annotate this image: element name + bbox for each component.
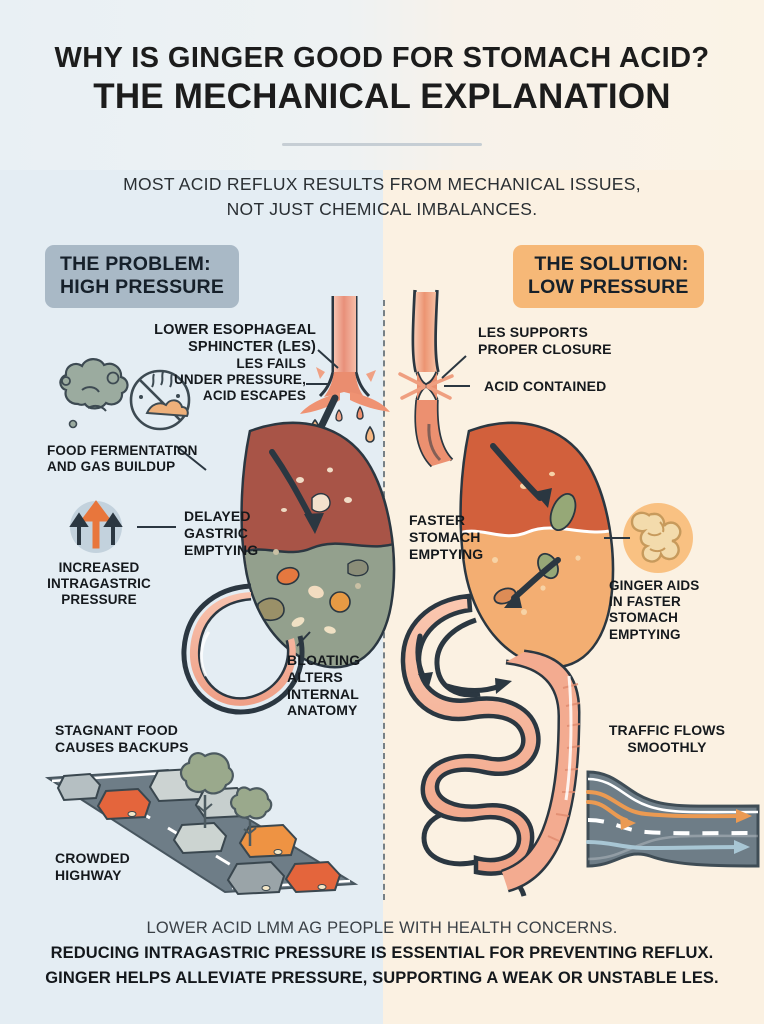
pressure-line-1: INCREASED: [58, 560, 140, 575]
les-fails-line-3: ACID ESCAPES: [202, 388, 306, 404]
badge-solution-line-1: THE SOLUTION:: [534, 253, 689, 275]
delayed-line-2: GASTRIC: [184, 524, 249, 541]
subtitle-line-2: NOT JUST CHEMICAL IMBALANCES.: [226, 199, 538, 220]
subtitle-line-1: MOST ACID REFLUX RESULTS FROM MECHANICAL…: [123, 174, 641, 194]
page-title: WHY IS GINGER GOOD FOR STOMACH ACID? THE…: [0, 42, 764, 116]
label-bloating-alters-anatomy: BLOATING ALTERS INTERNAL ANATOMY: [287, 652, 387, 719]
faster-line-1: FASTER: [409, 512, 466, 528]
label-acid-contained: ACID CONTAINED: [484, 378, 674, 395]
label-delayed-gastric-emptying: DELAYED GASTRIC EMPTYING: [184, 508, 294, 558]
footer-line-3: GINGER HELPS ALLEVIATE PRESSURE, SUPPORT…: [45, 969, 719, 988]
ginger-aids-line-2: IN FASTER: [609, 594, 681, 610]
delayed-line-1: DELAYED: [184, 508, 251, 524]
panel-divider: [383, 300, 385, 900]
label-ginger-aids-emptying: GINGER AIDS IN FASTER STOMACH EMPTYING: [609, 578, 719, 643]
label-increased-intragastric-pressure: INCREASED INTRAGASTRIC PRESSURE: [36, 560, 162, 609]
label-crowded-highway: CROWDED HIGHWAY: [55, 850, 205, 884]
section-badge-problem: THE PROBLEM: HIGH PRESSURE: [45, 245, 240, 308]
label-traffic-flows-smoothly: TRAFFIC FLOWS SMOOTHLY: [592, 722, 742, 756]
les-fails-line-1: LES FAILS: [236, 356, 306, 371]
les-line-1: LOWER ESOPHAGEAL: [154, 322, 316, 338]
label-lower-esophageal-sphincter: LOWER ESOPHAGEAL SPHINCTER (LES): [108, 322, 316, 357]
badge-problem-line-2: HIGH PRESSURE: [60, 276, 225, 298]
faster-line-2: STOMACH: [409, 528, 481, 545]
delayed-line-3: EMPTYING: [184, 541, 259, 558]
footer-line-1: LOWER ACID LMM AG PEOPLE WITH HEALTH CON…: [146, 919, 618, 937]
subtitle: MOST ACID REFLUX RESULTS FROM MECHANICAL…: [0, 172, 764, 223]
stagnant-line-2: CAUSES BACKUPS: [55, 738, 189, 755]
title-line-1: WHY IS GINGER GOOD FOR STOMACH ACID?: [54, 42, 710, 74]
traffic-line-1: TRAFFIC FLOWS: [608, 722, 726, 738]
label-food-fermentation: FOOD FERMENTATION AND GAS BUILDUP: [47, 443, 237, 475]
header-background: [0, 0, 764, 170]
fermentation-line-2: AND GAS BUILDUP: [47, 459, 176, 475]
label-les-supports-closure: LES SUPPORTS PROPER CLOSURE: [478, 324, 668, 358]
ginger-aids-line-4: EMPTYING: [609, 626, 681, 642]
badge-solution-line-2: LOW PRESSURE: [528, 276, 689, 298]
les-supports-line-1: LES SUPPORTS: [478, 324, 588, 340]
traffic-line-2: SMOOTHLY: [627, 738, 707, 755]
label-faster-stomach-emptying: FASTER STOMACH EMPTYING: [409, 512, 509, 562]
bloating-line-4: ANATOMY: [287, 702, 358, 719]
bloating-line-3: INTERNAL: [287, 685, 359, 702]
pressure-line-2: INTRAGASTRIC: [47, 576, 151, 592]
label-stagnant-food: STAGNANT FOOD CAUSES BACKUPS: [55, 722, 255, 756]
footer-summary: LOWER ACID LMM AG PEOPLE WITH HEALTH CON…: [0, 916, 764, 992]
footer-line-2: REDUCING INTRAGASTRIC PRESSURE IS ESSENT…: [50, 943, 714, 962]
bloating-line-1: BLOATING: [287, 652, 361, 668]
les-fails-line-2: UNDER PRESSURE,: [173, 372, 306, 388]
title-divider-rule: [282, 143, 482, 146]
highway-line-2: HIGHWAY: [55, 866, 122, 883]
title-line-2: THE MECHANICAL EXPLANATION: [93, 76, 671, 116]
les-line-2: SPHINCTER (LES): [188, 339, 316, 356]
bloating-line-2: ALTERS: [287, 668, 343, 685]
fermentation-line-1: FOOD FERMENTATION: [47, 443, 198, 458]
faster-line-3: EMPTYING: [409, 545, 484, 562]
ginger-aids-line-3: STOMACH: [609, 610, 679, 626]
label-les-fails: LES FAILS UNDER PRESSURE, ACID ESCAPES: [140, 356, 306, 405]
badge-problem-line-1: THE PROBLEM:: [60, 253, 211, 275]
stagnant-line-1: STAGNANT FOOD: [55, 722, 179, 738]
acid-contained-line-1: ACID CONTAINED: [484, 378, 607, 394]
pressure-line-3: PRESSURE: [61, 592, 137, 608]
les-supports-line-2: PROPER CLOSURE: [478, 340, 612, 357]
ginger-aids-line-1: GINGER AIDS: [609, 578, 700, 593]
highway-line-1: CROWDED: [55, 850, 130, 866]
section-badge-solution: THE SOLUTION: LOW PRESSURE: [513, 245, 704, 308]
